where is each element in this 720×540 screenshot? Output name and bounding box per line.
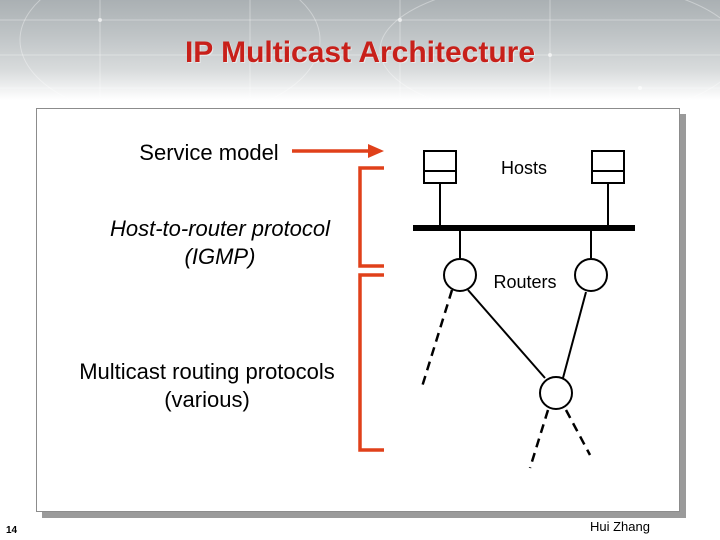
host-icon [423,150,457,225]
page-number: 14 [6,525,18,536]
host-to-router-protocol-label: Host-to-router protocol (IGMP) [109,216,331,269]
hosts-label: Hosts [500,158,547,178]
routing-bracket [358,273,384,452]
slide-title: IP Multicast Architecture [184,36,536,69]
router-icon [574,258,608,292]
slide-header-background: IP Multicast Architecture [0,0,720,100]
multicast-routing-protocols-label: Multicast routing protocols (various) [79,359,335,412]
host-icon [591,150,625,225]
routers-label: Routers [493,272,557,292]
service-model-label: Service model [139,140,279,165]
igmp-bracket [358,166,384,268]
service-model-arrow [292,144,384,158]
author-footer: Hui Zhang [590,519,650,534]
content-panel [36,108,680,512]
router-icon [539,376,573,410]
external-link-dashed [528,409,550,469]
external-link-dashed [564,409,592,456]
router-link [467,289,546,379]
router-icon [443,258,477,292]
header-decoration [0,0,720,100]
router-link [562,291,587,379]
external-link-dashed [419,289,454,391]
